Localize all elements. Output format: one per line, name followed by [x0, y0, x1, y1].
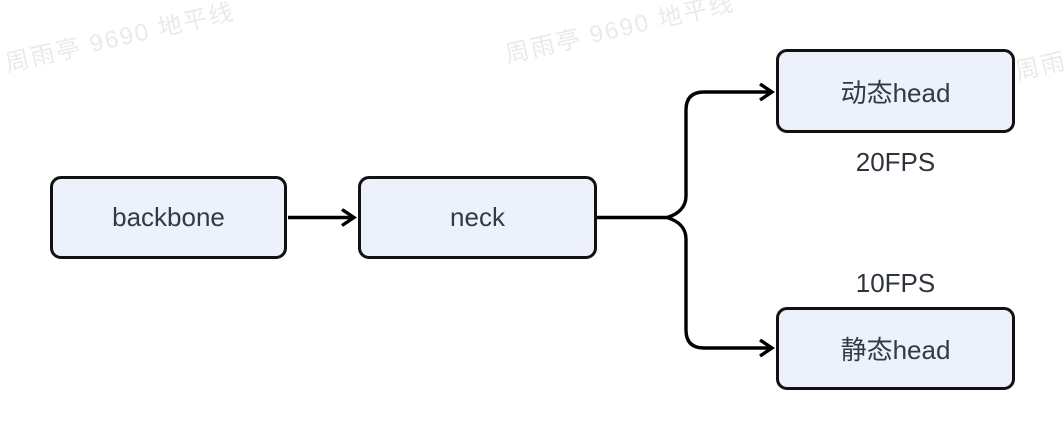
node-dynamic-head: 动态head: [776, 49, 1015, 133]
node-dynamic-head-label: 动态head: [840, 77, 951, 108]
arrow-neck-to-dynamic-head: [666, 92, 770, 220]
fps-label-dynamic-head: 20FPS: [855, 147, 936, 177]
fps-label-static-head: 10FPS: [855, 268, 936, 298]
node-static-head-label: 静态head: [840, 335, 951, 365]
arrow-neck-to-static-head: [666, 215, 770, 349]
node-neck: neck: [358, 176, 597, 259]
node-static-head: 静态head: [776, 307, 1015, 390]
node-backbone: backbone: [50, 176, 287, 259]
node-backbone-label: backbone: [112, 202, 225, 232]
node-neck-label: neck: [450, 202, 505, 232]
